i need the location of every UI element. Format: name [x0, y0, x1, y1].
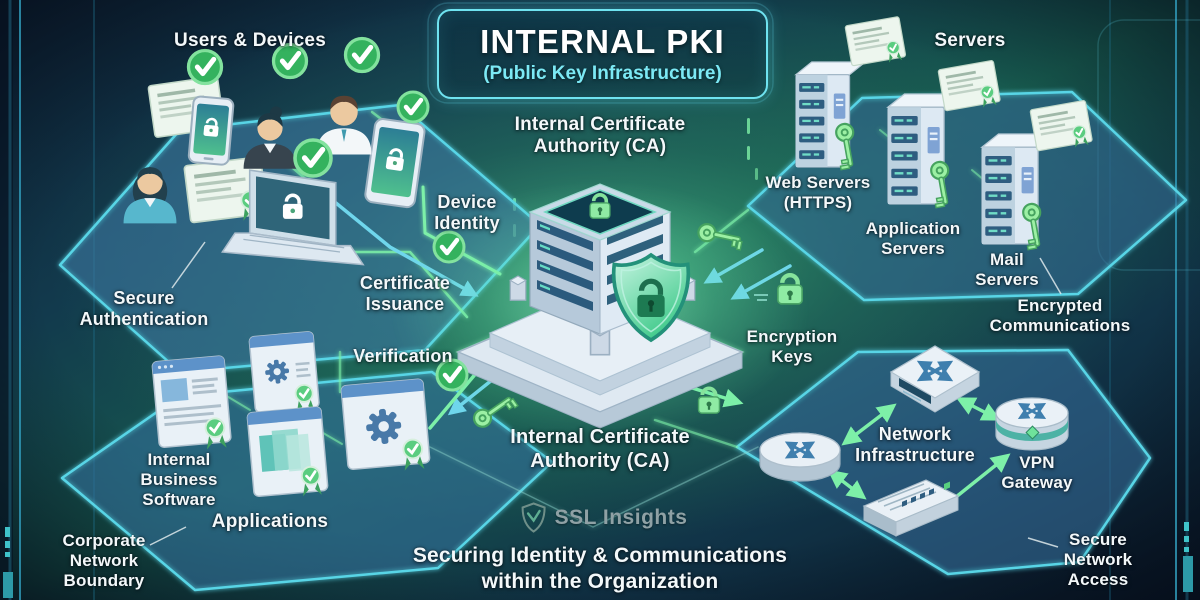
- label-encryption-keys: Encryption Keys: [746, 327, 838, 367]
- label-servers: Servers: [934, 30, 1006, 51]
- user-avatar-icon: [316, 95, 372, 155]
- label-secure-authentication: Secure Authentication: [79, 288, 209, 330]
- label-application-servers: Application Servers: [865, 219, 961, 259]
- label-secure-network-access: Secure Network Access: [1063, 530, 1133, 590]
- network-cluster: [759, 345, 1069, 537]
- label-web-servers: Web Servers (HTTPS): [765, 173, 871, 213]
- certificate-authority: [390, 180, 810, 440]
- ssl-insights-brand: SSL Insights: [521, 502, 688, 533]
- browser-window-icon: [340, 378, 431, 473]
- leader-lines: [149, 241, 1062, 548]
- label-users-devices: Users & Devices: [174, 30, 326, 51]
- check-icon: [295, 140, 331, 176]
- applications-cluster: [151, 331, 431, 498]
- label-verification: Verification: [353, 346, 453, 366]
- label-mail-servers: Mail Servers: [975, 250, 1039, 290]
- router-icon: [759, 432, 841, 482]
- title-box: INTERNAL PKI (Public Key Infrastructure): [437, 9, 768, 99]
- check-icon: [189, 51, 222, 84]
- tablet-icon: [364, 118, 426, 209]
- browser-window-icon: [246, 406, 329, 498]
- shield-lock-icon: [611, 252, 691, 343]
- page-subtitle: (Public Key Infrastructure): [483, 63, 722, 84]
- user-avatar-icon: [123, 167, 177, 224]
- label-corporate-network-boundary: Corporate Network Boundary: [62, 531, 146, 591]
- brand-shield-icon: [521, 502, 546, 533]
- browser-window-icon: [248, 331, 320, 415]
- check-icon: [346, 39, 379, 72]
- vpn-gateway-icon: [995, 397, 1069, 451]
- footer-tagline: Securing Identity & Communications withi…: [412, 544, 788, 593]
- users-devices-cluster: [123, 39, 428, 266]
- check-icon: [434, 232, 464, 262]
- label-internal-business-software: Internal Business Software: [140, 450, 218, 510]
- user-avatar-icon: [243, 106, 297, 169]
- label-device-identity: Device Identity: [434, 192, 500, 234]
- label-network-infrastructure: Network Infrastructure: [855, 424, 975, 466]
- label-certificate-issuance: Certificate Issuance: [359, 273, 451, 315]
- browser-window-icon: [151, 355, 232, 451]
- label-ca-top: Internal Certificate Authority (CA): [514, 114, 686, 158]
- page-title: INTERNAL PKI: [480, 23, 725, 60]
- laptop-icon: [221, 169, 365, 266]
- brand-name: SSL Insights: [554, 505, 688, 529]
- switch-icon: [889, 345, 981, 413]
- smartphone-icon: [187, 95, 235, 166]
- label-encrypted-communications: Encrypted Communications: [989, 296, 1131, 336]
- label-ca-bottom: Internal Certificate Authority (CA): [510, 426, 690, 472]
- label-vpn-gateway: VPN Gateway: [1001, 453, 1073, 493]
- rack-switch-icon: [862, 479, 960, 537]
- label-applications: Applications: [211, 511, 329, 532]
- check-icon: [398, 92, 428, 122]
